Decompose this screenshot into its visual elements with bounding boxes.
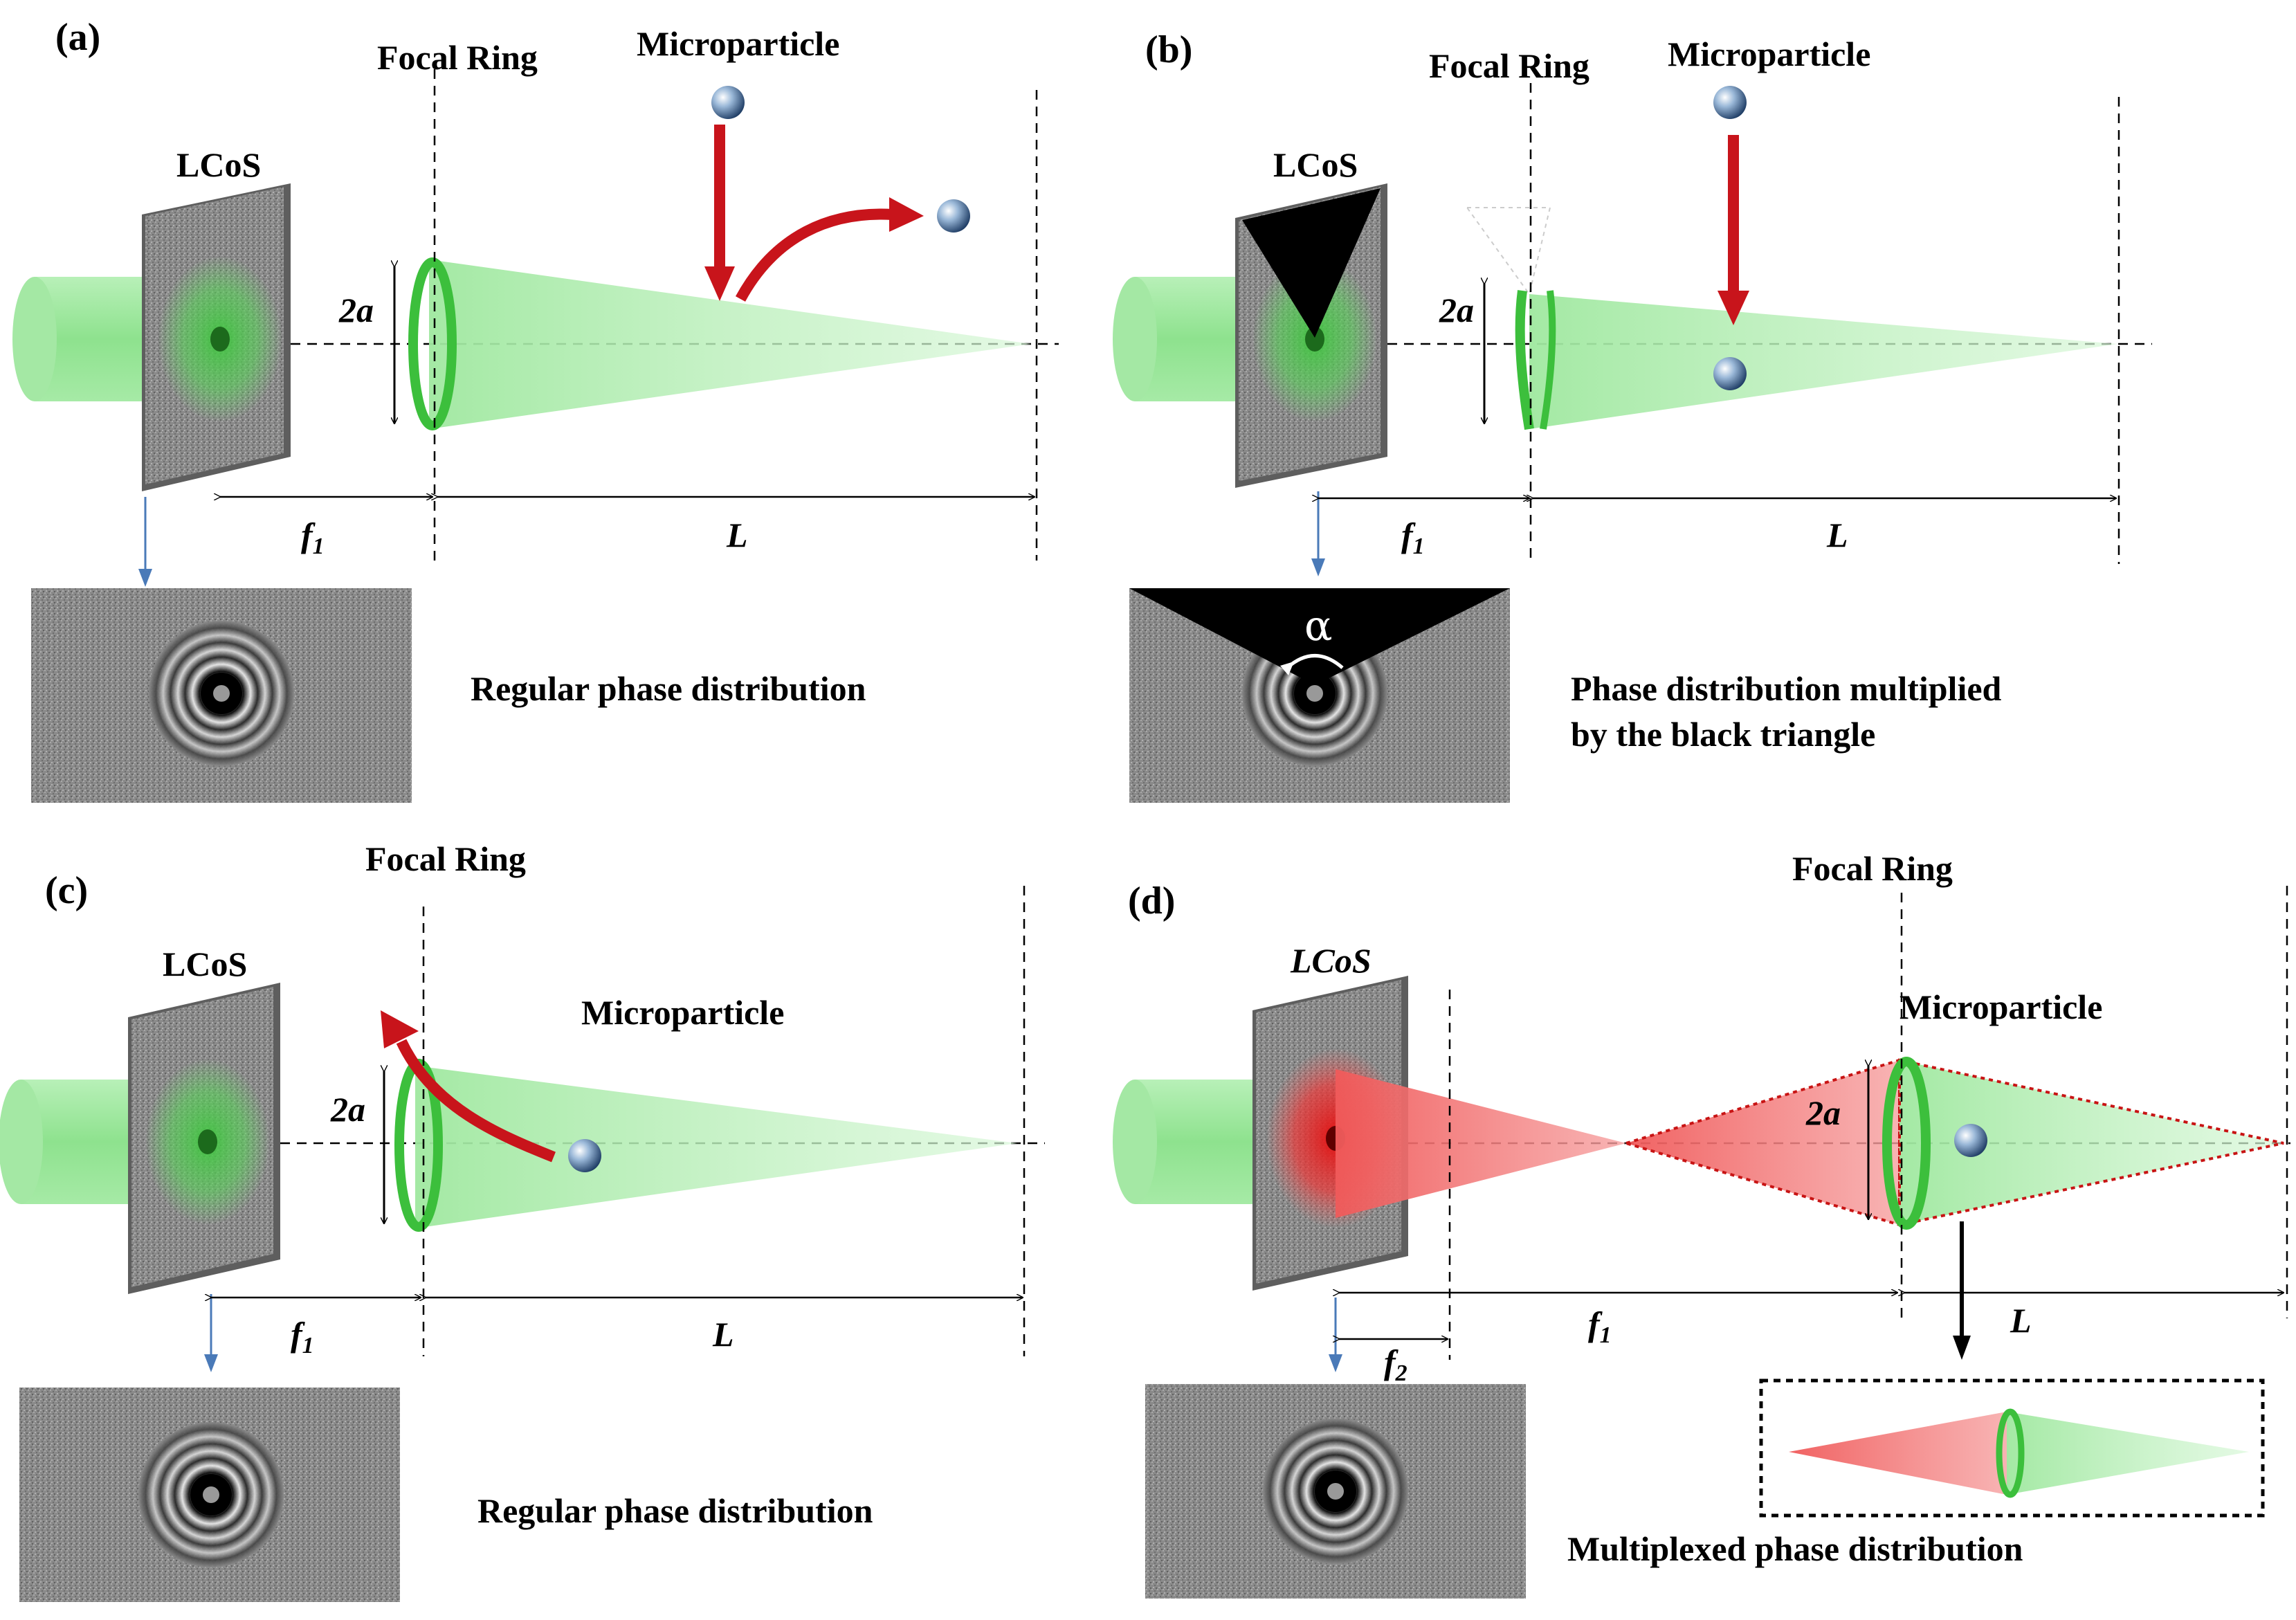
focal-ring-label-a: Focal Ring (377, 38, 538, 77)
panel-label-c: (c) (45, 869, 88, 912)
escape-arrow-c (396, 1039, 556, 1163)
panel-b: (b) LCoS Focal Ring Microparticle 2a (1113, 28, 2152, 803)
phase-image-c (19, 1387, 400, 1602)
L-label-b: L (1826, 516, 1848, 554)
red-diverging-cone-d (1621, 1058, 1901, 1227)
panel-d: (d) LCoS Focal Ring Microparticle 2a (1113, 849, 2290, 1599)
ring-diameter-label-c: 2a (330, 1090, 365, 1129)
f2-label-d: f2 (1384, 1343, 1407, 1386)
beam-cone-c (415, 1066, 1017, 1228)
phase-image-d (1145, 1384, 1526, 1599)
microparticle-b-start (1713, 86, 1747, 119)
microparticle-d (1954, 1124, 1987, 1157)
beam-cone-b (1529, 294, 2117, 429)
microparticle-label-c: Microparticle (581, 993, 784, 1032)
lcos-label-d: LCoS (1290, 941, 1372, 980)
caption-d: Multiplexed phase distribution (1567, 1529, 2023, 1568)
panel-label-b: (b) (1145, 28, 1192, 71)
focal-ring-label-d: Focal Ring (1792, 849, 1953, 888)
L-label-c: L (712, 1315, 734, 1354)
f1-label-a: f1 (301, 516, 325, 559)
f1-label-d: f1 (1588, 1304, 1612, 1348)
laser-source-d (1113, 1080, 1266, 1204)
alpha-label-b: α (1304, 602, 1333, 650)
focal-ring-a (408, 257, 457, 430)
focal-ring-label-b: Focal Ring (1429, 46, 1589, 85)
focal-ring-d (1882, 1057, 1931, 1230)
focal-ring-b-back (1540, 290, 1556, 430)
lcos-a (142, 183, 291, 491)
focal-ring-b (1515, 290, 1534, 430)
red-converging-cone-d (1336, 1069, 1626, 1218)
L-label-d: L (2010, 1301, 2032, 1340)
microparticle-label-d: Microparticle (1899, 988, 2102, 1026)
ring-diameter-label-b: 2a (1439, 291, 1474, 329)
beam-cone-d (1898, 1058, 2284, 1227)
microparticle-label-a: Microparticle (637, 24, 839, 63)
microparticle-label-b: Microparticle (1668, 35, 1870, 73)
cut-cone-outline-b (1466, 207, 1551, 296)
f1-label-b: f1 (1401, 516, 1425, 559)
microparticle-c (568, 1139, 601, 1172)
microparticle-a-end (937, 199, 970, 233)
focal-ring-label-c: Focal Ring (365, 839, 526, 878)
caption-b-line1: Phase distribution multiplied (1571, 669, 2002, 708)
deflection-arrow-a (735, 208, 893, 302)
lcos-label-a: LCoS (176, 145, 261, 184)
lcos-label-b: LCoS (1273, 145, 1358, 184)
f1-label-c: f1 (291, 1315, 314, 1358)
beam-cone-a (429, 260, 1031, 429)
phase-image-a (31, 588, 412, 803)
lcos-label-c: LCoS (163, 945, 247, 983)
caption-c: Regular phase distribution (477, 1491, 873, 1530)
ring-diameter-label-d: 2a (1805, 1093, 1841, 1132)
panel-c: (c) LCoS Focal Ring Microparticle 2a f1 … (0, 839, 1045, 1602)
ring-diameter-label-a: 2a (338, 291, 374, 329)
caption-b-line2: by the black triangle (1571, 715, 1875, 754)
lcos-c (128, 983, 280, 1294)
microparticle-b-trapped (1713, 357, 1747, 390)
L-label-a: L (726, 516, 748, 554)
black-triangle-mask-b (1242, 188, 1381, 338)
caption-a: Regular phase distribution (471, 669, 866, 708)
phase-image-b (1129, 588, 1510, 803)
microparticle-a-start (711, 86, 745, 119)
lcos-b (1235, 183, 1387, 488)
panel-label-d: (d) (1128, 880, 1175, 922)
multiplexed-inset-d (1759, 1378, 2265, 1518)
panel-a: (a) LCoS Focal Ring Microparticle 2a (12, 16, 1059, 803)
black-triangle-b (1129, 588, 1510, 685)
panel-label-a: (a) (55, 16, 100, 59)
